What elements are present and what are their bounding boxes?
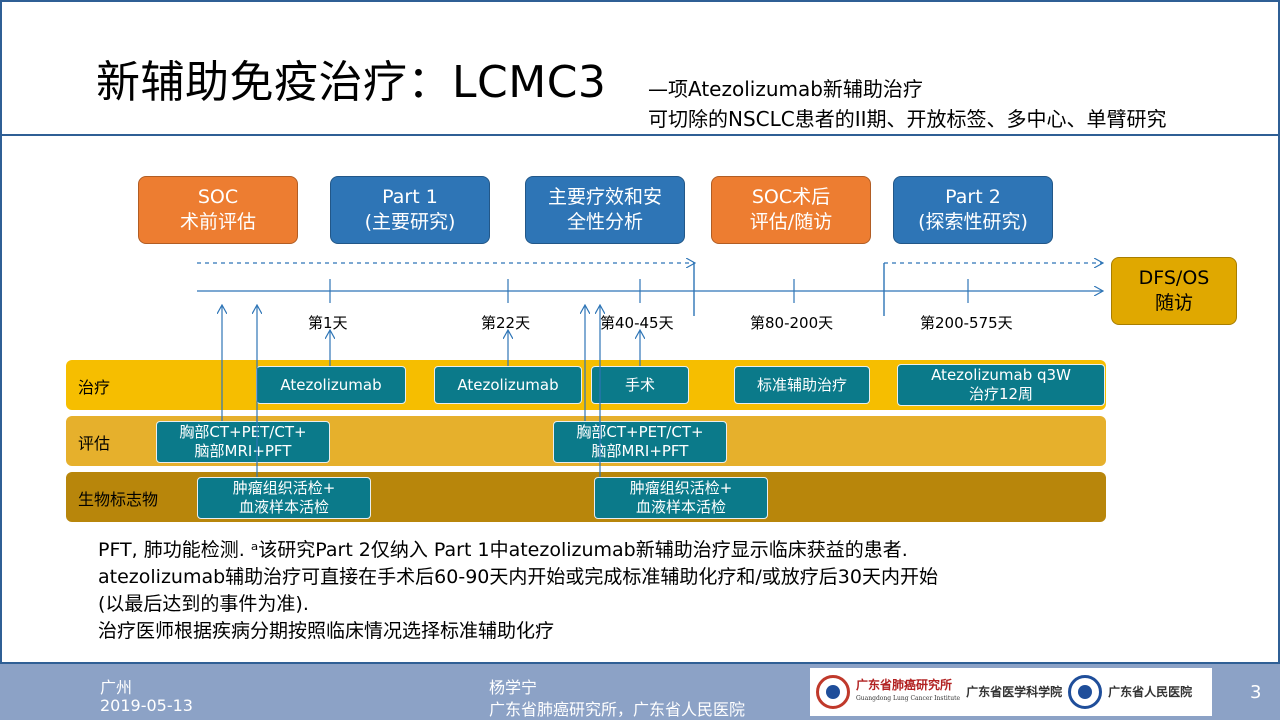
lung-cancer-institute-seal-icon (816, 675, 850, 709)
day-label: 第80-200天 (750, 314, 834, 332)
page-number: 3 (1250, 682, 1262, 703)
footer-bar: 广州 2019-05-13 杨学宁 广东省肺癌研究所，广东省人民医院 广东省肺癌… (0, 664, 1280, 720)
phase-soc-preop: SOC 术前评估 (138, 176, 298, 244)
row-label: 治疗 (78, 378, 111, 397)
biomarker-text: 肿瘤组织活检+ (629, 479, 733, 497)
phase-line1: SOC术后 (751, 186, 831, 208)
treatment-text: Atezolizumab (457, 375, 559, 394)
treatment-text: 手术 (624, 375, 655, 394)
phase-dfs-os: DFS/OS 随访 (1111, 257, 1237, 325)
phase-part1: Part 1 (主要研究) (330, 176, 490, 244)
treatment-text: 标准辅助治疗 (756, 375, 847, 394)
footer-city: 广州 (100, 678, 133, 697)
assessment-pre: 胸部CT+PET/CT+ 脑部MRI+PFT (156, 421, 330, 463)
hospital-seal-icon (1068, 675, 1103, 709)
biomarker-text: 血液样本活检 (635, 498, 726, 516)
footer-date: 2019-05-13 (100, 696, 193, 715)
treatment-atezolizumab-2: Atezolizumab (434, 366, 582, 404)
slide-title: 新辅助免疫治疗：LCMC3 (96, 57, 607, 108)
biomarker-post: 肿瘤组织活检+ 血液样本活检 (594, 477, 768, 519)
phase-line1: DFS/OS (1138, 267, 1210, 289)
phase-line2: 评估/随访 (749, 211, 833, 233)
phase-line2: (主要研究) (364, 211, 456, 233)
phase-line1: SOC (197, 186, 239, 208)
footer-institution: 广东省肺癌研究所，广东省人民医院 (489, 700, 746, 719)
phase-soc-postop: SOC术后 评估/随访 (711, 176, 871, 244)
phase-primary-analysis: 主要疗效和安 全性分析 (525, 176, 685, 244)
biomarker-pre: 肿瘤组织活检+ 血液样本活检 (197, 477, 371, 519)
treatment-atezolizumab-1: Atezolizumab (256, 366, 406, 404)
slide-subtitle-line1: —项Atezolizumab新辅助治疗 (648, 77, 923, 101)
row-label: 评估 (78, 434, 111, 453)
assessment-text: 脑部MRI+PFT (194, 442, 292, 460)
treatment-text: Atezolizumab q3W (931, 366, 1071, 384)
phase-part2: Part 2 (探索性研究) (893, 176, 1053, 244)
phase-line1: Part 2 (945, 186, 1001, 208)
footnote-line: (以最后达到的事件为准). (98, 593, 309, 615)
row-label: 生物标志物 (78, 490, 159, 509)
day-label: 第40-45天 (600, 314, 674, 332)
header-band (2, 2, 1278, 136)
biomarker-text: 血液样本活检 (238, 498, 329, 516)
slide-subtitle-line2: 可切除的NSCLC患者的II期、开放标签、多中心、单臂研究 (648, 107, 1167, 131)
assessment-text: 胸部CT+PET/CT+ (576, 423, 704, 441)
assessment-text: 脑部MRI+PFT (591, 442, 689, 460)
footnote-line: PFT, 肺功能检测. ᵃ该研究Part 2仅纳入 Part 1中atezoli… (98, 539, 908, 561)
footer-presenter: 杨学宁 (489, 678, 538, 697)
footnote-line: atezolizumab辅助治疗可直接在手术后60-90天内开始或完成标准辅助化… (98, 566, 938, 588)
slide-frame (0, 0, 1280, 664)
phase-line1: 主要疗效和安 (547, 186, 662, 208)
day-label: 第200-575天 (920, 314, 1013, 332)
treatment-text: 治疗12周 (968, 385, 1034, 403)
biomarker-text: 肿瘤组织活检+ (232, 479, 336, 497)
logo-subtext: Guangdong Lung Cancer Institute (856, 695, 961, 702)
treatment-standard-adjuvant: 标准辅助治疗 (734, 366, 870, 404)
assessment-post: 胸部CT+PET/CT+ 脑部MRI+PFT (553, 421, 727, 463)
logo-hospital: 广东省人民医院 (1108, 685, 1193, 699)
phase-line2: (探索性研究) (918, 211, 1028, 233)
footnotes: PFT, 肺功能检测. ᵃ该研究Part 2仅纳入 Part 1中atezoli… (98, 537, 938, 645)
phase-line2: 随访 (1154, 292, 1193, 314)
day-label: 第22天 (481, 314, 531, 332)
institution-logos: 广东省肺癌研究所 Guangdong Lung Cancer Institute… (810, 668, 1212, 716)
treatment-atezolizumab-q3w: Atezolizumab q3W 治疗12周 (897, 364, 1105, 406)
treatment-surgery: 手术 (591, 366, 689, 404)
logo-academy: 广东省医学科学院 (966, 685, 1063, 699)
phase-line1: Part 1 (382, 186, 438, 208)
footnote-line: 治疗医师根据疾病分期按照临床情况选择标准辅助化疗 (98, 620, 555, 642)
phase-line2: 术前评估 (179, 211, 256, 233)
logo-lung-cancer-institute: 广东省肺癌研究所 Guangdong Lung Cancer Institute (856, 678, 960, 706)
phase-line2: 全性分析 (566, 211, 643, 233)
treatment-text: Atezolizumab (280, 375, 382, 394)
logo-text: 广东省肺癌研究所 (856, 678, 953, 692)
day-label: 第1天 (308, 314, 348, 332)
assessment-text: 胸部CT+PET/CT+ (179, 423, 307, 441)
